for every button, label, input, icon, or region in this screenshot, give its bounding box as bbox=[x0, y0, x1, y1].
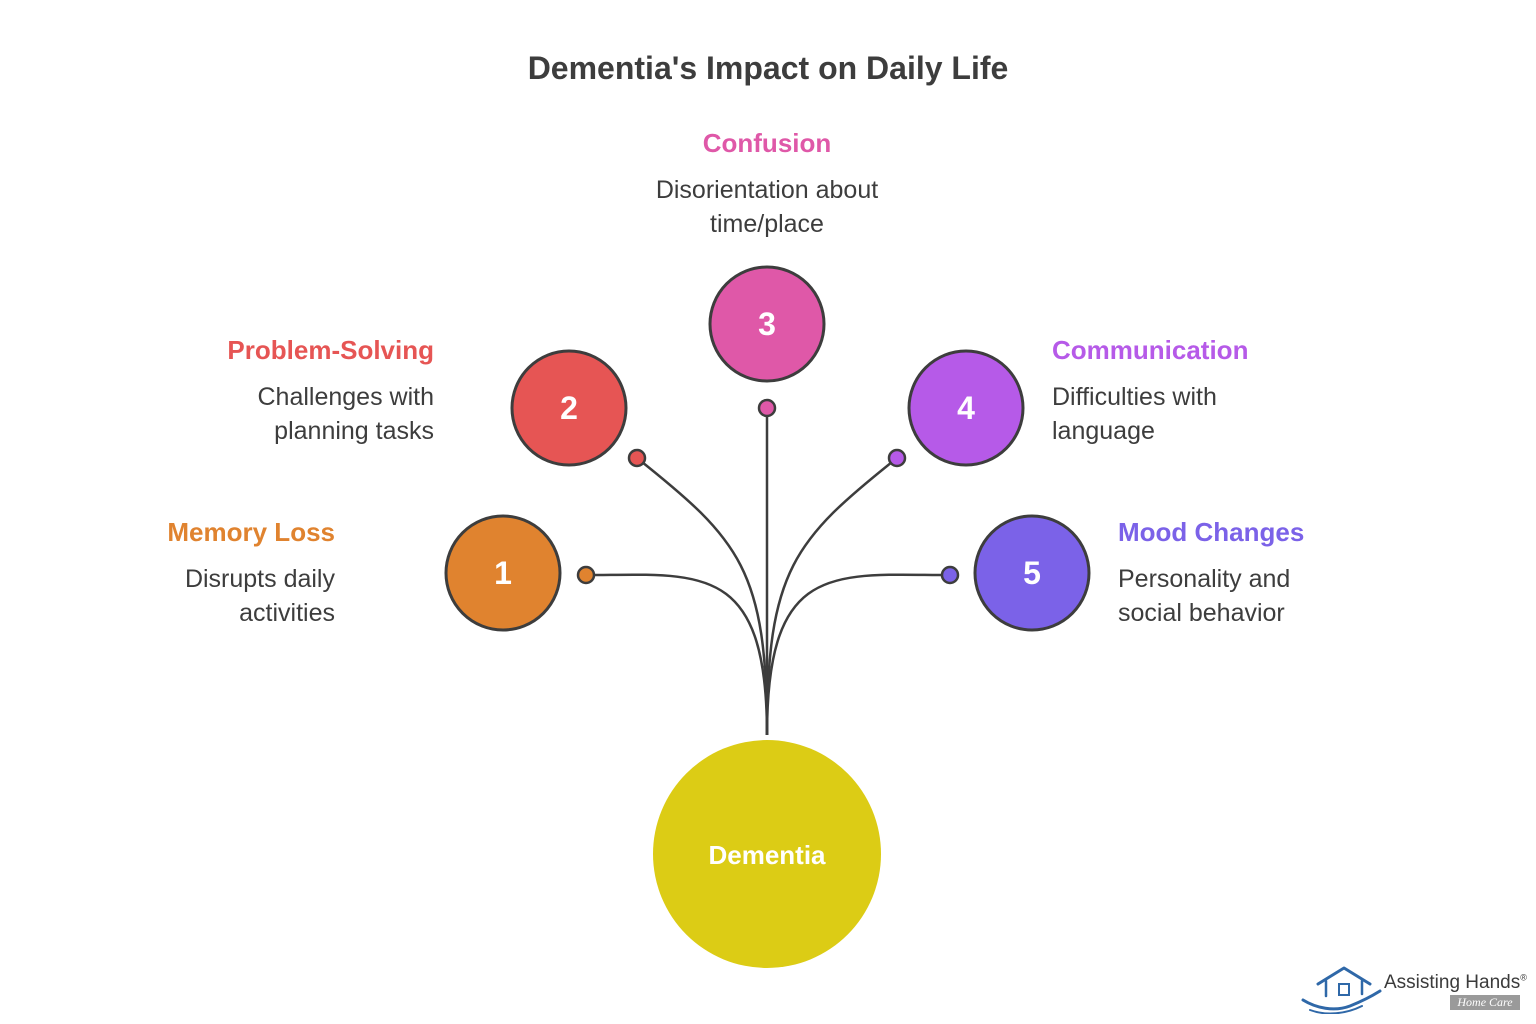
connector-dot-3 bbox=[757, 398, 777, 418]
item-description-line: Disorientation about bbox=[655, 176, 879, 204]
item-description-line: activities bbox=[239, 599, 335, 627]
node-number-5: 5 bbox=[1023, 555, 1041, 591]
connector-4 bbox=[765, 457, 898, 736]
item-description-line: Challenges with bbox=[257, 383, 435, 411]
center-label: Dementia bbox=[708, 840, 826, 870]
item-heading: Communication bbox=[1052, 335, 1249, 365]
item-description-line: Personality and bbox=[1118, 565, 1291, 593]
connector-dot-4 bbox=[887, 448, 907, 468]
connector-dot-5 bbox=[940, 565, 960, 585]
node-number-3: 3 bbox=[758, 306, 776, 342]
brand-logo: Assisting Hands® Home Care bbox=[1300, 964, 1530, 1014]
brand-tagline: Home Care bbox=[1450, 995, 1520, 1010]
item-label-2: Problem-Solving Challenges with planning… bbox=[227, 335, 434, 448]
node-circle-3 bbox=[708, 265, 826, 383]
node-circle-4 bbox=[907, 349, 1025, 467]
connector-5 bbox=[765, 573, 951, 736]
item-label-4: Communication Difficulties with language bbox=[1052, 335, 1248, 448]
item-description-line: Difficulties with bbox=[1052, 383, 1217, 411]
node-circle-5 bbox=[973, 514, 1091, 632]
item-label-1: Memory Loss Disrupts daily activities bbox=[167, 517, 335, 630]
node-number-2: 2 bbox=[560, 390, 578, 426]
connector-2 bbox=[636, 457, 769, 736]
connector-dot-2 bbox=[627, 448, 647, 468]
item-description-line: language bbox=[1052, 417, 1155, 445]
center-circle bbox=[653, 740, 881, 968]
brand-name: Assisting Hands® bbox=[1384, 972, 1527, 993]
item-description-line: social behavior bbox=[1118, 599, 1285, 627]
item-label-5: Mood Changes Personality and social beha… bbox=[1118, 517, 1304, 630]
item-description-line: Disrupts daily bbox=[184, 565, 335, 593]
item-label-3: Confusion Disorientation about time/plac… bbox=[567, 128, 967, 241]
item-description-line: planning tasks bbox=[274, 417, 434, 445]
item-heading: Problem-Solving bbox=[227, 335, 434, 365]
node-circle-1 bbox=[444, 514, 562, 632]
item-description-line: time/place bbox=[710, 210, 824, 238]
connector-1 bbox=[585, 573, 769, 736]
node-number-4: 4 bbox=[957, 390, 975, 426]
node-number-1: 1 bbox=[494, 555, 512, 591]
house-hand-icon bbox=[1301, 966, 1382, 1014]
item-heading: Memory Loss bbox=[167, 517, 335, 547]
node-circle-2 bbox=[510, 349, 628, 467]
item-heading: Confusion bbox=[702, 128, 832, 158]
item-heading: Mood Changes bbox=[1118, 517, 1305, 547]
page-title: Dementia's Impact on Daily Life bbox=[527, 50, 1009, 86]
connector-dot-1 bbox=[576, 565, 596, 585]
